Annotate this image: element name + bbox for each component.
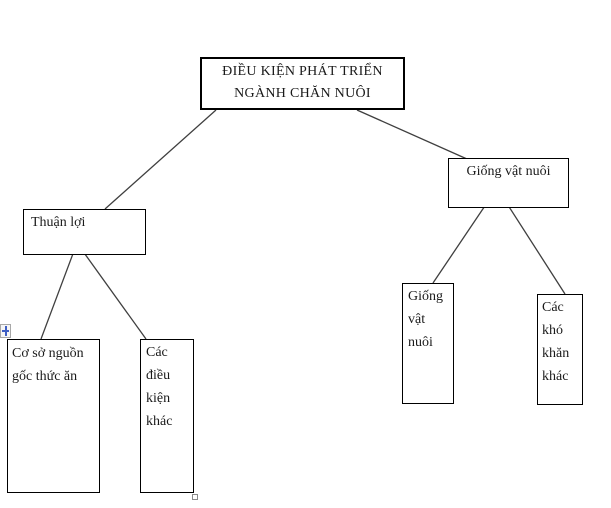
node-dieu-kien-phat-trien[interactable]: ĐIỀU KIỆN PHÁT TRIỂN NGÀNH CHĂN NUÔI	[200, 57, 405, 110]
node-label: Giống vật nuôi	[408, 289, 443, 350]
resize-handle[interactable]	[192, 494, 198, 500]
node-label: Các khó khăn khác	[542, 300, 570, 384]
connector-thuanloi-to-dieukien	[76, 242, 147, 340]
node-label-line1: ĐIỀU KIỆN PHÁT TRIỂN	[222, 64, 383, 79]
node-label: Giống vật nuôi	[466, 164, 551, 179]
node-co-so-nguon-goc-thuc-an[interactable]: Cơ sở nguồn gốc thức ăn	[7, 339, 100, 493]
node-label: Thuận lợi	[31, 215, 86, 230]
connector-thuanloi-to-coso	[40, 242, 78, 340]
node-cac-kho-khan-khac[interactable]: Các khó khăn khác	[537, 294, 583, 405]
anchor-icon-bar-vertical	[4, 326, 7, 336]
object-anchor-move-icon[interactable]	[0, 324, 11, 338]
node-giong-vat-nuoi-sub[interactable]: Giống vật nuôi	[402, 283, 454, 404]
node-label: Cơ sở nguồn gốc thức ăn	[12, 346, 84, 384]
node-thuan-loi[interactable]: Thuận lợi	[23, 209, 146, 255]
node-giong-vat-nuoi[interactable]: Giống vật nuôi	[448, 158, 569, 208]
connector-root-to-giong	[356, 109, 468, 160]
node-label: Các điều kiện khác	[146, 345, 173, 429]
node-label-line2: NGÀNH CHĂN NUÔI	[234, 86, 371, 101]
connector-root-to-thuanloi	[104, 109, 217, 210]
node-cac-dieu-kien-khac[interactable]: Các điều kiện khác	[140, 339, 194, 493]
